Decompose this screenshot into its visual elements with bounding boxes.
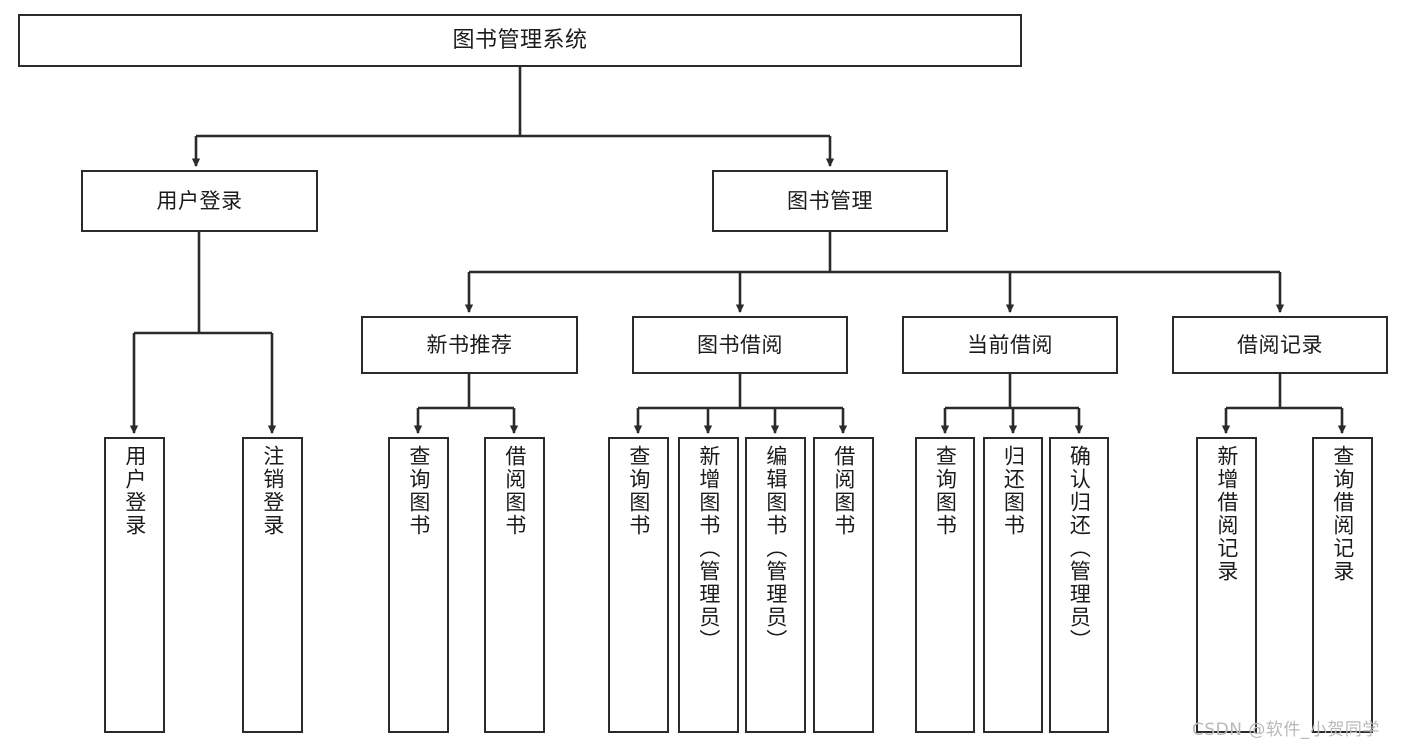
leaf-borrow-book-recommend[interactable]: 借阅图书 bbox=[484, 437, 545, 733]
node-label: 借阅图书 bbox=[502, 445, 527, 537]
node-book-management[interactable]: 图书管理 bbox=[712, 170, 948, 232]
node-label: 当前借阅 bbox=[967, 332, 1053, 357]
node-label: 新书推荐 bbox=[426, 332, 513, 357]
node-book-borrow[interactable]: 图书借阅 bbox=[632, 316, 848, 374]
node-label: 查询借阅记录 bbox=[1330, 445, 1355, 583]
node-label: 用户登录 bbox=[156, 188, 243, 213]
leaf-edit-book-admin[interactable]: 编辑图书（管理员） bbox=[745, 437, 806, 733]
node-label: 编辑图书（管理员） bbox=[763, 445, 788, 652]
node-current-borrow[interactable]: 当前借阅 bbox=[902, 316, 1118, 374]
node-label: 借阅记录 bbox=[1237, 332, 1323, 357]
node-user-login[interactable]: 用户登录 bbox=[81, 170, 318, 232]
csdn-watermark: CSDN @软件_小贺同学 bbox=[1192, 720, 1380, 740]
node-label: 新增借阅记录 bbox=[1214, 445, 1239, 583]
leaf-logout-login[interactable]: 注销登录 bbox=[242, 437, 303, 733]
node-new-book-recommend[interactable]: 新书推荐 bbox=[361, 316, 578, 374]
node-label: 图书管理 bbox=[787, 188, 873, 213]
node-root-system[interactable]: 图书管理系统 bbox=[18, 14, 1022, 67]
node-label: 注销登录 bbox=[260, 445, 285, 537]
node-label: 确认归还（管理员） bbox=[1067, 445, 1092, 652]
leaf-borrow-book-borrow[interactable]: 借阅图书 bbox=[813, 437, 874, 733]
node-label: 借阅图书 bbox=[831, 445, 856, 537]
node-label: 查询图书 bbox=[406, 445, 431, 537]
leaf-confirm-return-admin[interactable]: 确认归还（管理员） bbox=[1049, 437, 1109, 733]
node-label: 用户登录 bbox=[122, 445, 147, 537]
leaf-user-login[interactable]: 用户登录 bbox=[104, 437, 165, 733]
leaf-add-book-admin[interactable]: 新增图书（管理员） bbox=[678, 437, 739, 733]
node-label: 图书借阅 bbox=[697, 332, 783, 357]
leaf-query-book-current[interactable]: 查询图书 bbox=[915, 437, 975, 733]
leaf-query-book-recommend[interactable]: 查询图书 bbox=[388, 437, 449, 733]
node-label: 查询图书 bbox=[626, 445, 651, 537]
node-borrow-record[interactable]: 借阅记录 bbox=[1172, 316, 1388, 374]
leaf-return-book[interactable]: 归还图书 bbox=[983, 437, 1043, 733]
node-label: 归还图书 bbox=[1001, 445, 1026, 537]
node-label: 图书管理系统 bbox=[452, 27, 588, 53]
node-label: 新增图书（管理员） bbox=[696, 445, 721, 652]
leaf-query-borrow-record[interactable]: 查询借阅记录 bbox=[1312, 437, 1373, 733]
node-label: 查询图书 bbox=[933, 445, 958, 537]
leaf-query-book-borrow[interactable]: 查询图书 bbox=[608, 437, 669, 733]
leaf-add-borrow-record[interactable]: 新增借阅记录 bbox=[1196, 437, 1257, 733]
